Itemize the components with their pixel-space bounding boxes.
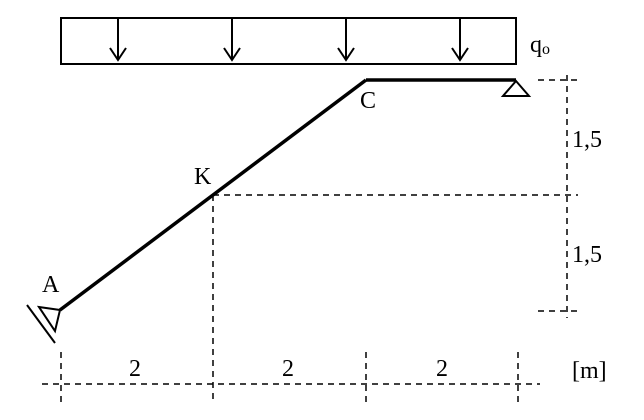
point-label-a: A (42, 272, 60, 298)
dimension-horizontal-1: 2 (129, 356, 141, 382)
inclined-member (58, 78, 368, 312)
load-arrow-icon (223, 18, 241, 62)
load-label: qo (530, 32, 550, 58)
load-arrow-icon (451, 18, 469, 62)
dimension-horizontal-3: 2 (436, 356, 448, 382)
load-arrow-icon (337, 18, 355, 62)
pin-support-a-icon (26, 304, 62, 344)
dimension-vertical-lower: 1,5 (572, 242, 602, 268)
load-box (60, 17, 517, 65)
load-arrow-icon (109, 18, 127, 62)
dimension-horizontal-2: 2 (282, 356, 294, 382)
roller-support-c-icon (500, 79, 532, 97)
distributed-load: qo (60, 17, 550, 65)
dimension-lines (42, 75, 578, 402)
unit-label: [m] (572, 358, 607, 384)
point-label-k: K (194, 164, 212, 190)
dimension-vertical-upper: 1,5 (572, 127, 602, 153)
frame (58, 78, 516, 312)
point-label-c: C (360, 88, 376, 114)
